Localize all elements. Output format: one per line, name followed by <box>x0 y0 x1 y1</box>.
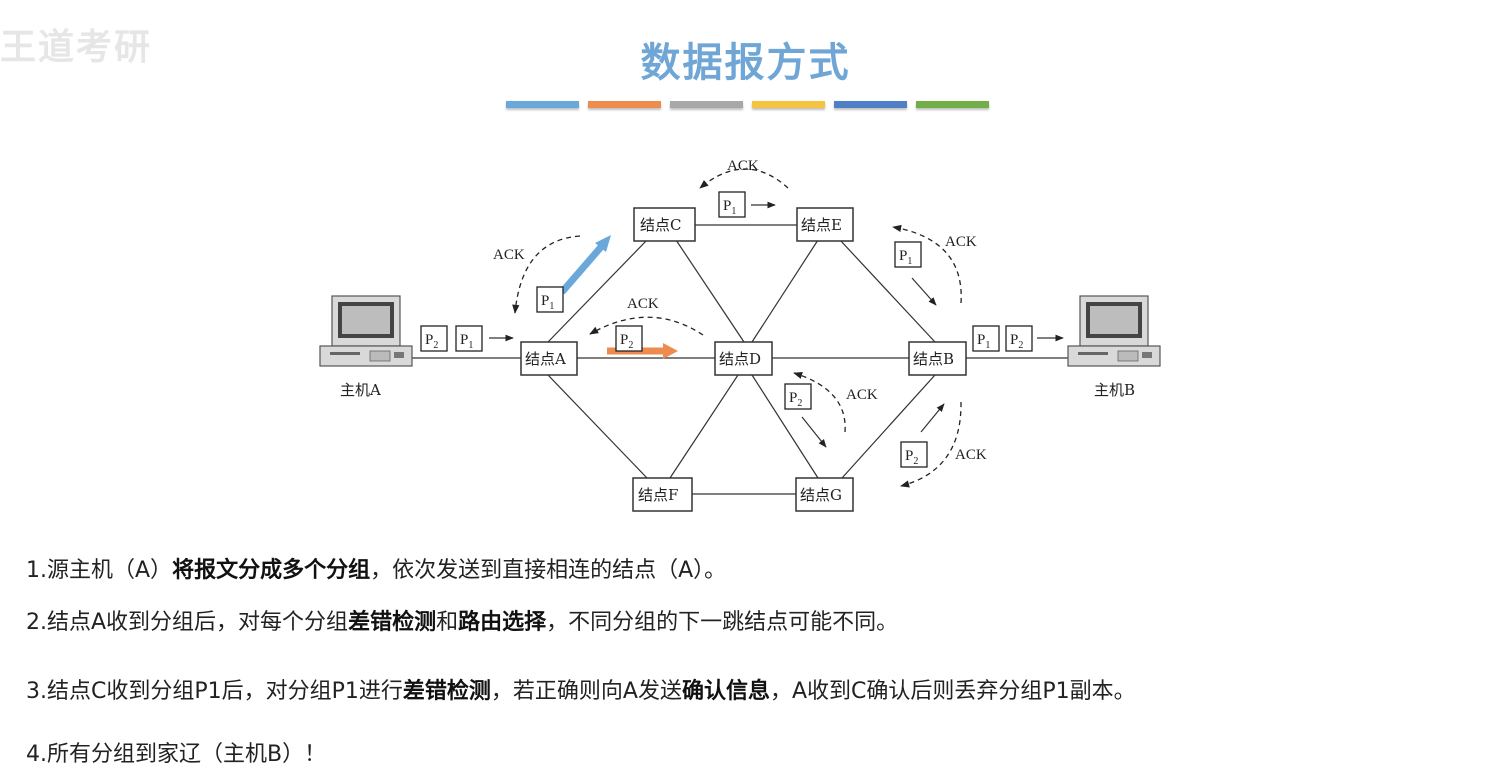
step-text: 源主机（A） <box>47 558 173 583</box>
step-emphasis: 差错检测 <box>402 679 491 704</box>
svg-text:结点E: 结点E <box>801 216 842 234</box>
link-A-F <box>547 374 648 479</box>
svg-text:结点B: 结点B <box>913 350 954 368</box>
color-bar <box>588 101 661 108</box>
packet-p1-a-c: P1 <box>536 286 564 313</box>
link-D-G <box>751 374 819 479</box>
step-emphasis: 将报文分成多个分组 <box>172 558 371 583</box>
svg-text:P1: P1 <box>977 332 990 351</box>
ack-label: ACK <box>627 296 659 312</box>
ack-curve <box>900 401 962 488</box>
host-a-label: 主机A <box>340 381 381 399</box>
step-number: 2. <box>26 610 47 635</box>
svg-text:P2: P2 <box>905 448 918 467</box>
link-G-B <box>841 374 936 479</box>
step-number: 3. <box>26 679 47 704</box>
step-3: 3.结点C收到分组P1后，对分组P1进行差错检测，若正确则向A发送确认信息，A收… <box>26 673 1136 705</box>
link-D-F <box>669 374 739 479</box>
svg-text:结点F: 结点F <box>638 486 678 504</box>
svg-text:P1: P1 <box>460 332 473 351</box>
step-emphasis: 确认信息 <box>681 679 770 704</box>
color-bar <box>752 101 825 108</box>
flow-arrow <box>911 277 937 306</box>
step-text: 和 <box>436 610 459 635</box>
packet-p2-host-b: P2 <box>1005 325 1033 352</box>
packet-p2-host-a: P2 <box>420 325 448 352</box>
link-E-D <box>751 239 819 343</box>
svg-text:P1: P1 <box>541 293 554 312</box>
ack-curve <box>793 371 846 433</box>
color-bar <box>670 101 743 108</box>
step-text: ，不同分组的下一跳结点可能不同。 <box>546 610 899 635</box>
svg-text:P2: P2 <box>1010 332 1023 351</box>
step-emphasis: 路由选择 <box>458 610 547 635</box>
ack-curve <box>512 235 581 314</box>
step-text: ，依次发送到直接相连的结点（A）。 <box>370 558 727 583</box>
node-e: 结点E <box>796 207 854 242</box>
packet-p2-d-g: P2 <box>784 383 812 410</box>
node-b: 结点B <box>908 341 967 376</box>
ack-curve <box>699 168 789 189</box>
flow-arrow <box>801 416 827 448</box>
link-E-B <box>839 239 936 343</box>
computer-icon <box>319 295 413 367</box>
step-4: 4.所有分组到家辽（主机B）！ <box>26 736 326 768</box>
svg-text:P2: P2 <box>620 332 633 351</box>
ack-label: ACK <box>493 247 525 263</box>
svg-text:结点C: 结点C <box>640 216 681 234</box>
packet-p1-host-b: P1 <box>972 325 1000 352</box>
ack-curve <box>589 316 704 336</box>
color-bar <box>916 101 989 108</box>
flow-arrow <box>920 403 945 433</box>
ack-curve <box>892 224 962 304</box>
node-a: 结点A <box>520 341 578 376</box>
network-links <box>408 224 1075 495</box>
ack-label: ACK <box>945 234 977 250</box>
highlight-arrow-p1 <box>559 235 611 295</box>
ack-label: ACK <box>727 158 759 174</box>
packet-p1-c-e: P1 <box>718 191 746 218</box>
svg-text:P2: P2 <box>425 332 438 351</box>
page-title: 数据报方式 <box>640 40 851 86</box>
ack-label: ACK <box>846 387 878 403</box>
step-2: 2.结点A收到分组后，对每个分组差错检测和路由选择，不同分组的下一跳结点可能不同… <box>26 604 898 636</box>
node-g: 结点G <box>795 477 854 512</box>
link-C-D <box>675 239 745 343</box>
color-bar <box>506 101 579 108</box>
step-number: 1. <box>26 558 47 583</box>
svg-text:结点D: 结点D <box>719 350 761 368</box>
packet-p1-host-a: P1 <box>455 325 483 352</box>
ack-label: ACK <box>955 447 987 463</box>
svg-text:结点G: 结点G <box>800 486 842 504</box>
step-text: ，若正确则向A发送 <box>490 679 682 704</box>
watermark-logo: 王道考研 <box>0 27 153 68</box>
svg-text:P2: P2 <box>789 390 802 409</box>
step-text: 结点A收到分组后，对每个分组 <box>47 610 349 635</box>
computer-icon <box>1067 295 1161 367</box>
step-text: 所有分组到家辽（主机B）！ <box>47 742 327 767</box>
packet-p1-e-b: P1 <box>894 241 922 268</box>
svg-text:P1: P1 <box>899 248 912 267</box>
link-A-C <box>547 239 648 343</box>
color-bar-strip <box>506 101 989 108</box>
color-bar <box>834 101 907 108</box>
step-text: 结点C收到分组P1后，对分组P1进行 <box>47 679 403 704</box>
packet-p2-a-d: P2 <box>615 325 643 352</box>
node-d: 结点D <box>714 341 773 376</box>
node-f: 结点F <box>632 477 693 512</box>
packet-p2-g-b: P2 <box>900 441 928 468</box>
svg-text:P1: P1 <box>723 198 736 217</box>
step-1: 1.源主机（A）将报文分成多个分组，依次发送到直接相连的结点（A）。 <box>26 552 726 584</box>
node-c: 结点C <box>633 207 696 242</box>
host-b-label: 主机B <box>1094 381 1135 399</box>
step-emphasis: 差错检测 <box>348 610 437 635</box>
step-text: ，A收到C确认后则丢弃分组P1副本。 <box>769 679 1136 704</box>
svg-text:结点A: 结点A <box>525 350 566 368</box>
step-number: 4. <box>26 742 47 767</box>
